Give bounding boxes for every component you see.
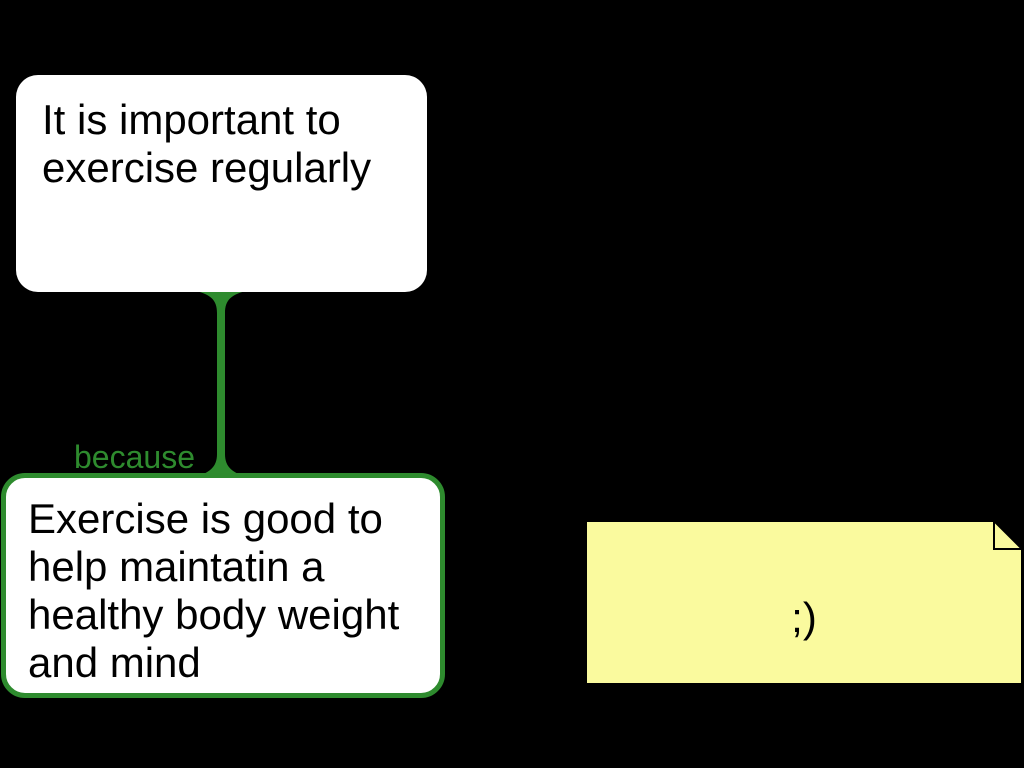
reason-box[interactable]: Exercise is good to help maintatin a hea…: [1, 473, 445, 698]
reason-text-line: Exercise is good to: [28, 495, 383, 542]
reason-text-line: help maintatin a: [28, 543, 325, 590]
reason-text-line: healthy body weight: [28, 591, 400, 638]
note-text: ;): [791, 593, 817, 641]
sticky-note[interactable]: [585, 520, 1023, 685]
because-connector-label[interactable]: because: [74, 439, 195, 475]
because-connector-line[interactable]: [192, 290, 250, 478]
note-fold-corner-icon: [993, 521, 1022, 550]
reason-text-line: and mind: [28, 639, 201, 686]
claim-text-line: exercise regularly: [42, 144, 372, 191]
claim-box[interactable]: It is important to exercise regularly: [16, 75, 427, 292]
claim-text-line: It is important to: [42, 96, 341, 143]
